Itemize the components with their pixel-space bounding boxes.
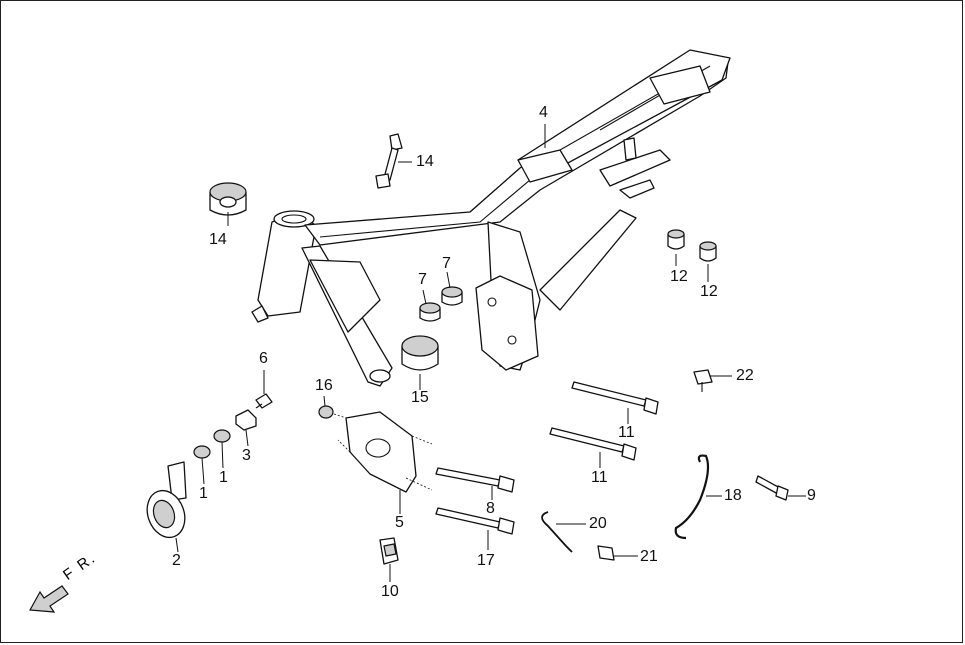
callout-14-lower: 15 xyxy=(411,389,429,406)
forward-direction-arrow xyxy=(29,585,69,613)
horn-2 xyxy=(146,461,187,539)
nut-1a xyxy=(193,445,211,459)
collar-7a xyxy=(419,302,441,322)
bushing-12b xyxy=(699,241,717,262)
callout-8: 8 xyxy=(486,500,495,517)
collar-7b xyxy=(441,286,463,306)
bushing-12a xyxy=(667,229,685,250)
nut-3 xyxy=(235,409,257,431)
callout-3: 3 xyxy=(242,447,251,464)
callout-22: 22 xyxy=(736,367,754,384)
bolt-9 xyxy=(755,475,789,501)
callout-15: 16 xyxy=(315,377,333,394)
callout-18: 18 xyxy=(724,487,742,504)
bolt-6 xyxy=(255,393,273,409)
callout-17: 14 xyxy=(416,153,434,170)
callout-12a: 12 xyxy=(670,268,688,285)
stay-bracket-17 xyxy=(375,133,403,189)
rubber-block-14-lower xyxy=(401,335,439,371)
callout-4: 4 xyxy=(539,104,548,121)
bracket-plate-5 xyxy=(333,411,433,493)
callout-21: 21 xyxy=(640,548,658,565)
bolt-11a xyxy=(571,381,659,415)
callout-11b: 11 xyxy=(591,469,608,486)
bolt-21 xyxy=(597,545,615,561)
callout-16: 17 xyxy=(477,552,495,569)
callout-5: 5 xyxy=(395,514,404,531)
callout-1a: 1 xyxy=(199,485,208,502)
callout-1b: 1 xyxy=(219,469,228,486)
clip-10 xyxy=(379,537,399,565)
bolt-8 xyxy=(435,467,515,493)
rubber-block-14-upper xyxy=(209,182,247,216)
callout-20: 20 xyxy=(589,515,607,532)
callout-12b: 12 xyxy=(700,283,718,300)
clip-20 xyxy=(541,511,573,553)
nut-15 xyxy=(318,405,334,419)
motorcycle-frame xyxy=(251,49,731,387)
callout-7b: 7 xyxy=(442,255,451,272)
callout-7a: 7 xyxy=(418,271,427,288)
callout-11a: 11 xyxy=(618,424,635,441)
callout-9: 9 xyxy=(807,487,816,504)
leader-lines xyxy=(175,124,806,582)
wire-hook-18 xyxy=(674,454,710,540)
callout-14-upper: 14 xyxy=(209,231,227,248)
bolt-16 xyxy=(435,507,515,535)
bolt-11b xyxy=(549,427,637,461)
callout-2: 2 xyxy=(172,552,181,569)
bolt-22 xyxy=(693,369,713,392)
nut-1b xyxy=(213,429,231,443)
callout-6: 6 xyxy=(259,350,268,367)
callout-10: 10 xyxy=(381,583,399,600)
